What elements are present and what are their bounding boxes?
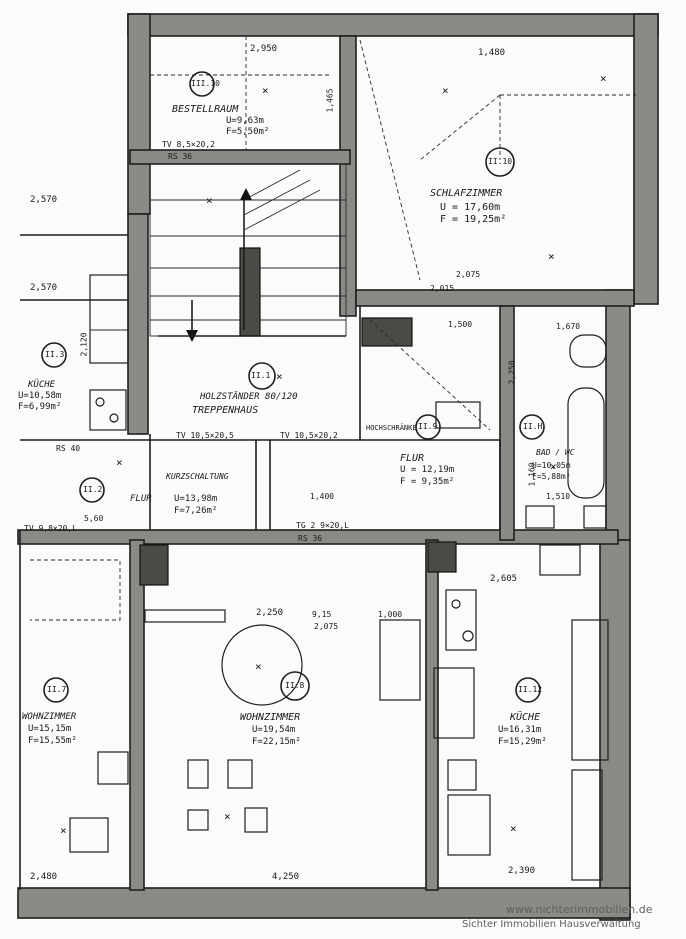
staircase	[149, 163, 347, 342]
room-marker-ii12: II.12	[518, 685, 543, 694]
room-u-wohnzimmer-left: U=15,15m	[28, 724, 72, 734]
svg-text:×: ×	[276, 370, 283, 383]
note-label: KURZSCHALTUNG	[166, 472, 229, 481]
dimension-label: 1,670	[556, 322, 581, 331]
room-name-flur-left: FLUR	[130, 494, 152, 504]
dimension-label: 1,500	[448, 320, 473, 329]
svg-text:×: ×	[262, 84, 269, 97]
note-label: TV 9,8×20,L	[24, 524, 77, 533]
dimension-label: 2,075	[456, 270, 481, 279]
dimension-label: 1,000	[378, 610, 403, 619]
dimension-label: 2,570	[30, 195, 58, 205]
note-label: RS 40	[56, 444, 81, 453]
svg-text:×: ×	[255, 660, 262, 673]
room-u-wohnzimmer: U=19,54m	[252, 725, 296, 735]
room-f-bad: F=5,88m²	[532, 472, 571, 481]
room-u-schlafzimmer: U = 17,60m	[440, 202, 501, 213]
room-u-bad: U=10,05m	[532, 461, 571, 470]
room-name-flur-right: FLUR	[400, 453, 425, 464]
svg-text:×: ×	[206, 194, 213, 207]
room-u-kueche: U=16,31m	[498, 725, 542, 735]
room-name-wohnzimmer-left: WOHNZIMMER	[22, 712, 77, 722]
dimension-label: 2,605	[490, 574, 518, 584]
dimension-label: 2,015	[430, 284, 455, 293]
room-marker-iih: II.H	[523, 422, 543, 431]
exterior-walls	[17, 13, 659, 921]
ceiling-light-marks: × × × × × × × × × × × ×	[60, 72, 607, 837]
dimension-label: 2,390	[508, 866, 536, 876]
room-marker-iii10: III.10	[191, 79, 220, 88]
room-marker-ii2: II.2	[83, 485, 103, 494]
dimension-label: 4,250	[272, 872, 300, 882]
dimension-label: 2,120	[79, 332, 89, 357]
room-f-kueche-small: F=6,99m²	[18, 402, 62, 412]
note-label: TV 8,5×20,2	[162, 140, 215, 149]
room-f-flur-right: F = 9,35m²	[400, 477, 455, 487]
room-name-bad: BAD / WC	[536, 448, 575, 457]
dimension-label: 9,15	[312, 610, 332, 619]
room-marker-ii1: II.1	[251, 371, 271, 380]
room-f-bestellraum: F=5,50m²	[226, 127, 270, 137]
room-marker-ii7: II.7	[47, 685, 67, 694]
note-label: RS 36	[168, 152, 193, 161]
dimension-label: 1,400	[310, 492, 335, 501]
watermark-url: www.nichterimmobilien.de	[506, 903, 653, 916]
note-label: TG 2 9×20,L	[296, 521, 349, 530]
watermark-company: Sichter Immobilien Hausverwaltung	[462, 919, 641, 930]
fixtures	[69, 274, 609, 881]
room-f-kueche: F=15,29m²	[498, 737, 547, 747]
dimension-label: 2,950	[250, 44, 278, 54]
dimension-label: 5,60	[84, 514, 104, 523]
room-name-bestellraum: BESTELLRAUM	[172, 104, 239, 115]
dimension-label: 1,510	[546, 492, 571, 501]
dimension-label: 1,465	[325, 88, 335, 113]
room-f-flur-left: F=7,26m²	[174, 506, 218, 516]
room-name-wohnzimmer: WOHNZIMMER	[240, 712, 301, 723]
room-u-flur-right: U = 12,19m	[400, 465, 455, 475]
svg-text:×: ×	[548, 250, 555, 263]
room-marker-ii10: II.10	[488, 157, 513, 166]
note-label: HOCHSCHRÄNKE	[366, 424, 417, 432]
room-marker-ii8: II.8	[285, 681, 305, 690]
note-label: TV 10,5×20,5	[176, 431, 234, 440]
room-u-bestellraum: U=9,63m	[226, 116, 264, 126]
room-name-kueche: KÜCHE	[510, 712, 541, 723]
note-label: TV 10,5×20,2	[280, 431, 338, 440]
svg-text:×: ×	[224, 810, 231, 823]
room-u-flur-left: U=13,98m	[174, 494, 218, 504]
svg-text:×: ×	[60, 824, 67, 837]
dimension-label: 1,160	[527, 462, 537, 487]
svg-text:×: ×	[510, 822, 517, 835]
dimension-label: 2,250	[256, 608, 284, 618]
room-marker-ii3: II.3	[45, 350, 65, 359]
room-name-schlafzimmer: SCHLAFZIMMER	[430, 188, 503, 199]
svg-text:×: ×	[116, 456, 123, 469]
svg-text:×: ×	[550, 460, 557, 473]
room-name-holzstaender: HOLZSTÄNDER 80/120	[200, 392, 298, 402]
room-f-wohnzimmer: F=22,15m²	[252, 737, 301, 747]
dimension-label: 2,570	[30, 283, 58, 293]
note-label: RS 36	[298, 534, 323, 543]
room-f-schlafzimmer: F = 19,25m²	[440, 214, 507, 225]
room-u-kueche-small: U=10,58m	[18, 391, 62, 401]
room-marker-ii9: II.9	[418, 422, 438, 431]
room-f-wohnzimmer-left: F=15,55m²	[28, 736, 77, 746]
dimension-label: 2,075	[314, 622, 339, 631]
room-name-kueche-small: KÜCHE	[28, 380, 56, 390]
svg-text:×: ×	[442, 84, 449, 97]
dimension-label: 1,480	[478, 48, 506, 58]
dimension-label: 2,250	[507, 360, 517, 385]
ceiling-lines	[30, 36, 636, 621]
svg-text:×: ×	[600, 72, 607, 85]
room-markers	[41, 71, 545, 703]
dimension-label: 2,480	[30, 872, 58, 882]
room-name-treppenhaus: TREPPENHAUS	[192, 405, 259, 416]
